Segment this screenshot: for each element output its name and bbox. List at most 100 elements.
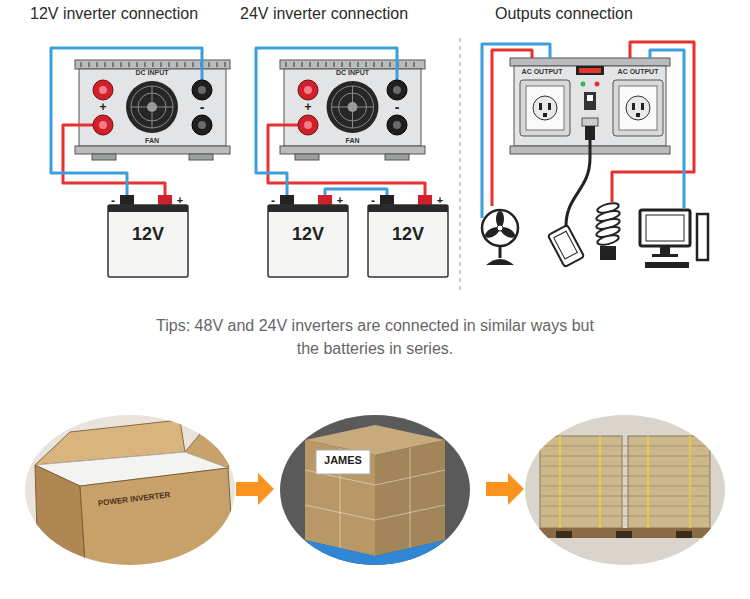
socket (520, 80, 570, 136)
inverter-panel: DC INPUT+-FAN (75, 60, 230, 160)
terminal (304, 86, 312, 94)
fan (327, 81, 379, 133)
led (595, 82, 600, 87)
foot (385, 154, 409, 160)
photo-ground (525, 415, 725, 565)
box-rows (540, 446, 710, 516)
foot (92, 154, 116, 160)
panel-label: DC INPUT (336, 69, 369, 76)
flange (75, 60, 230, 69)
phone-icon (548, 225, 584, 267)
battery-lid (268, 205, 348, 212)
flange (280, 60, 425, 69)
fan (147, 102, 157, 112)
polarity-mark: - (371, 195, 375, 207)
tip-caption: Tips: 48V and 24V inverters are connecte… (150, 314, 600, 360)
panel-title: 24V inverter connection (240, 6, 408, 22)
output-wires (482, 42, 694, 218)
socket (526, 86, 564, 130)
stacks (536, 436, 716, 538)
socket (533, 96, 557, 120)
flange (75, 146, 230, 154)
usb-cable (566, 140, 590, 226)
polarity-mark: - (271, 195, 275, 207)
fan (332, 86, 374, 128)
display (576, 66, 604, 75)
battery-cable (256, 48, 397, 195)
fan-stand (499, 246, 502, 258)
panel-label: DC INPUT (135, 69, 168, 76)
tag-name: JAMES (324, 455, 362, 466)
divider (460, 38, 461, 292)
polarity-mark: + (304, 101, 311, 113)
flange (510, 58, 670, 66)
panel-title: 12V inverter connection (30, 6, 198, 22)
socket (626, 96, 650, 120)
carton-photo (25, 415, 240, 578)
battery-voltage: 12V (132, 225, 164, 243)
fan-hub (497, 225, 503, 231)
polarity-mark: + (437, 195, 443, 206)
pallet-base (305, 540, 445, 568)
carton-side (35, 465, 86, 578)
foot (189, 154, 213, 160)
polarity-mark: + (337, 195, 343, 206)
bulb-base (600, 246, 616, 260)
monitor (640, 210, 690, 246)
tower (697, 214, 708, 260)
wire (612, 42, 694, 202)
terminal (192, 115, 212, 135)
cable-lead (396, 60, 399, 80)
polarity-mark: - (111, 195, 115, 207)
pallet (305, 425, 445, 568)
fan-icon (482, 210, 518, 265)
flange (280, 146, 425, 154)
panel-title: Outputs connection (495, 6, 633, 22)
terminal (192, 80, 212, 100)
inverter-drawing (280, 60, 425, 160)
pallet-photo (280, 415, 470, 568)
terminal (198, 121, 206, 129)
socket (539, 103, 551, 117)
polarity-mark: + (177, 195, 183, 206)
terminal (93, 80, 113, 100)
stand (652, 254, 678, 257)
warehouse-photo (525, 415, 725, 565)
terminal (93, 115, 113, 135)
battery-cable (63, 125, 165, 195)
battery-body (368, 205, 448, 277)
wrap (305, 448, 445, 548)
inverter-drawing (510, 58, 670, 226)
carton (35, 420, 240, 578)
battery-drawing (368, 195, 448, 277)
battery-body (268, 205, 348, 277)
terminal (393, 121, 401, 129)
keyboard (645, 262, 689, 268)
polarity-mark: - (395, 100, 400, 114)
terminal (99, 121, 107, 129)
usb-plug (585, 126, 595, 140)
pallet-gap (556, 531, 692, 538)
cable-lead (201, 60, 204, 80)
socket-label: AC OUTPUT (618, 68, 659, 75)
terminal (298, 80, 318, 100)
socket (619, 86, 657, 130)
fan (348, 102, 358, 112)
fins (285, 62, 421, 67)
inverter-output-panel: AC OUTPUTAC OUTPUT (510, 58, 670, 155)
battery-voltage: 12V (392, 225, 424, 243)
computer-icon (640, 210, 708, 268)
display (579, 68, 601, 73)
switch (587, 95, 593, 101)
shipping-tag (316, 450, 370, 474)
terminal (99, 86, 107, 94)
terminal (298, 115, 318, 135)
phone-screen (554, 231, 578, 259)
pallet-base (536, 528, 716, 538)
inverter-drawing (75, 60, 230, 160)
terminal (304, 121, 312, 129)
straps (560, 436, 690, 528)
